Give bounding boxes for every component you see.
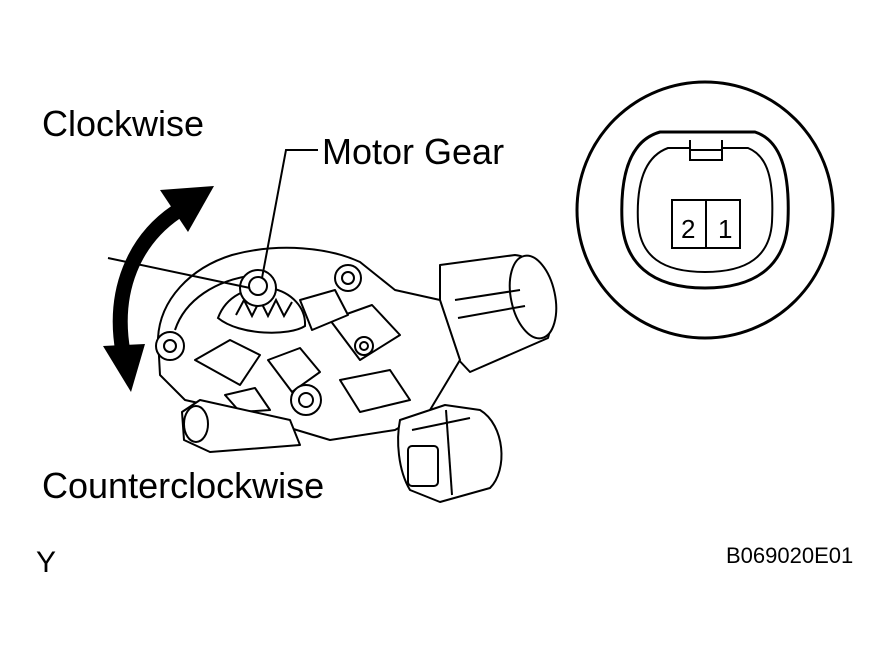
motor-gear <box>216 269 307 334</box>
bolt <box>290 384 322 416</box>
rotation-arrow <box>103 186 214 392</box>
clockwise-label: Clockwise <box>42 103 205 144</box>
connector-pin-2: 2 <box>681 214 696 244</box>
connector-inset <box>575 80 835 340</box>
mounting-bolts <box>155 264 374 416</box>
window-motor <box>157 246 558 503</box>
view-letter: Y <box>36 546 57 579</box>
rotation-leader <box>107 257 251 289</box>
connector-pin-1: 1 <box>718 214 733 244</box>
clockwise-arrowhead <box>160 186 214 232</box>
bolt <box>354 336 374 356</box>
bolt <box>334 264 362 292</box>
counterclockwise-arrowhead <box>103 344 145 392</box>
motor-gear-leader <box>261 149 318 279</box>
leader-lines <box>107 149 318 289</box>
bolt <box>155 331 185 361</box>
motor-gear-label: Motor Gear <box>322 131 505 172</box>
figure-code: B069020E01 <box>726 543 854 568</box>
counterclockwise-label: Counterclockwise <box>42 465 325 506</box>
